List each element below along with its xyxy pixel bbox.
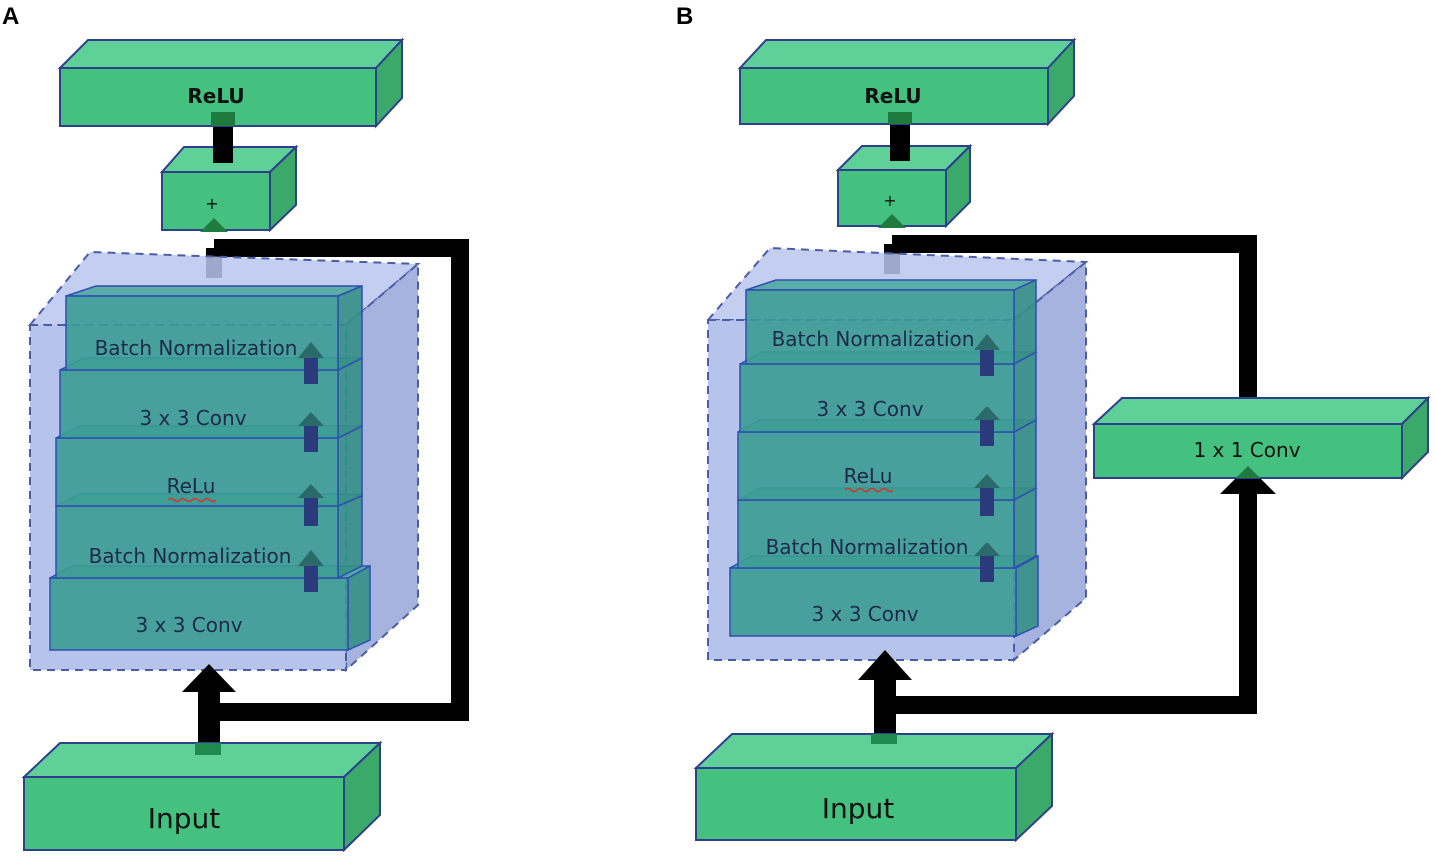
panel-a-relu-output-box: ReLU xyxy=(57,37,405,129)
svg-text:ReLU: ReLU xyxy=(864,84,921,108)
svg-text:3 x 3 Conv: 3 x 3 Conv xyxy=(135,613,242,637)
svg-text:3 x 3 Conv: 3 x 3 Conv xyxy=(816,397,923,421)
panel-b-input-to-projection-wire xyxy=(884,490,1257,714)
panel-a-layer-bn-1: Batch Normalization xyxy=(65,284,363,384)
panel-b-layer-bn-1: Batch Normalization xyxy=(745,278,1037,376)
panel-a-letter: A xyxy=(2,3,19,30)
panel-b-letter: B xyxy=(676,3,693,30)
svg-text:ReLU: ReLU xyxy=(187,84,244,108)
panel-b-layer-bn-2: Batch Normalization xyxy=(737,486,1037,582)
panel-b-input-arrow xyxy=(858,650,912,680)
panel-b: B 3 x 3 Conv Batch Normalization xyxy=(676,3,1431,843)
panel-b-projection-arrow xyxy=(1220,466,1276,494)
svg-text:Batch Normalization: Batch Normalization xyxy=(772,327,975,351)
panel-a-skip-connection xyxy=(208,239,469,721)
panel-a-input-box: Input xyxy=(21,740,383,853)
svg-text:+: + xyxy=(883,191,896,210)
panel-b-projection-to-add-wire xyxy=(892,235,1257,410)
svg-text:Input: Input xyxy=(822,792,895,825)
svg-text:Batch Normalization: Batch Normalization xyxy=(95,336,298,360)
panel-b-projection-conv-box: 1 x 1 Conv xyxy=(1091,395,1431,481)
svg-text:3 x 3 Conv: 3 x 3 Conv xyxy=(811,602,918,626)
svg-text:Batch Normalization: Batch Normalization xyxy=(766,535,969,559)
svg-text:ReLu: ReLu xyxy=(844,464,893,488)
svg-text:+: + xyxy=(205,194,218,213)
svg-text:ReLu: ReLu xyxy=(167,474,216,498)
panel-a-input-arrow xyxy=(182,664,236,692)
panel-b-relu-output-box: ReLU xyxy=(737,37,1077,127)
panel-a-add-box: + xyxy=(159,144,299,233)
svg-text:Batch Normalization: Batch Normalization xyxy=(89,544,292,568)
panel-a: A 3 x 3 Conv Batch Normalization xyxy=(2,3,469,853)
svg-text:1 x 1 Conv: 1 x 1 Conv xyxy=(1193,438,1300,462)
svg-text:Input: Input xyxy=(148,802,221,835)
panel-b-input-box: Input xyxy=(693,731,1055,843)
panel-b-layer-conv-1: 3 x 3 Conv xyxy=(739,350,1037,446)
svg-text:3 x 3 Conv: 3 x 3 Conv xyxy=(139,406,246,430)
